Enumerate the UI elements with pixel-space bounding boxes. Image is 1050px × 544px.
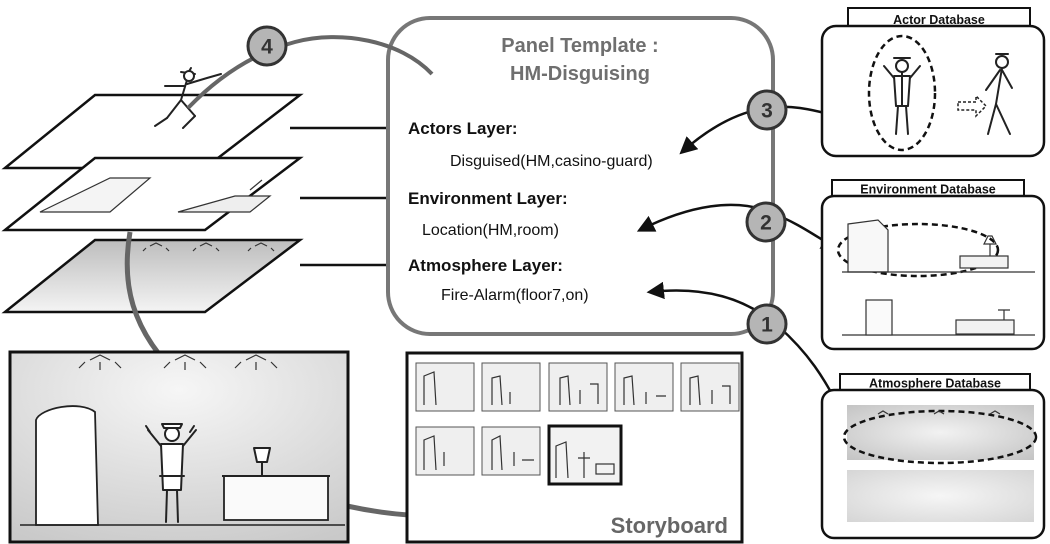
environment-layer-value: Location(HM,room) — [422, 222, 559, 239]
step-badge-3: 3 — [746, 89, 788, 131]
svg-text:4: 4 — [261, 36, 273, 59]
step-badge-2: 2 — [745, 201, 787, 243]
atmosphere-layer-lights — [142, 242, 275, 252]
svg-text:3: 3 — [761, 100, 773, 123]
layer-stack — [1, 67, 304, 314]
step-badge-4: 4 — [246, 25, 288, 67]
storyboard-label: Storyboard — [611, 513, 728, 538]
panel-template-box — [386, 16, 775, 336]
template-title-line2: HM-Disguising — [510, 63, 650, 85]
step-badge-1: 1 — [746, 303, 788, 345]
atmosphere-layer-label: Atmosphere Layer: — [408, 256, 563, 275]
template-title-line1: Panel Template : — [501, 35, 658, 57]
actors-layer-figure — [154, 67, 222, 129]
atmosphere-database: Atmosphere Database — [820, 373, 1046, 540]
atmosphere-layer-value: Fire-Alarm(floor7,on) — [441, 287, 589, 304]
environment-database-title: Environment Database — [860, 183, 996, 197]
atmosphere-database-title: Atmosphere Database — [869, 377, 1001, 391]
svg-text:2: 2 — [760, 212, 772, 235]
storyboard-thumbnails — [415, 362, 740, 476]
environment-layer-label: Environment Layer: — [408, 189, 568, 208]
actor-database: Actor Database — [820, 7, 1046, 158]
svg-text:1: 1 — [761, 314, 773, 337]
actors-layer-label: Actors Layer: — [408, 119, 518, 138]
environment-database: Environment Database — [820, 179, 1046, 351]
composed-panel — [8, 350, 350, 544]
atmosphere-layer-plane — [1, 238, 304, 314]
actor-database-title: Actor Database — [893, 13, 985, 27]
storyboard: Storyboard — [405, 351, 744, 544]
environment-layer-sketch — [39, 177, 272, 213]
actors-layer-value: Disguised(HM,casino-guard) — [450, 153, 653, 170]
arrow-step-4 — [186, 35, 434, 110]
